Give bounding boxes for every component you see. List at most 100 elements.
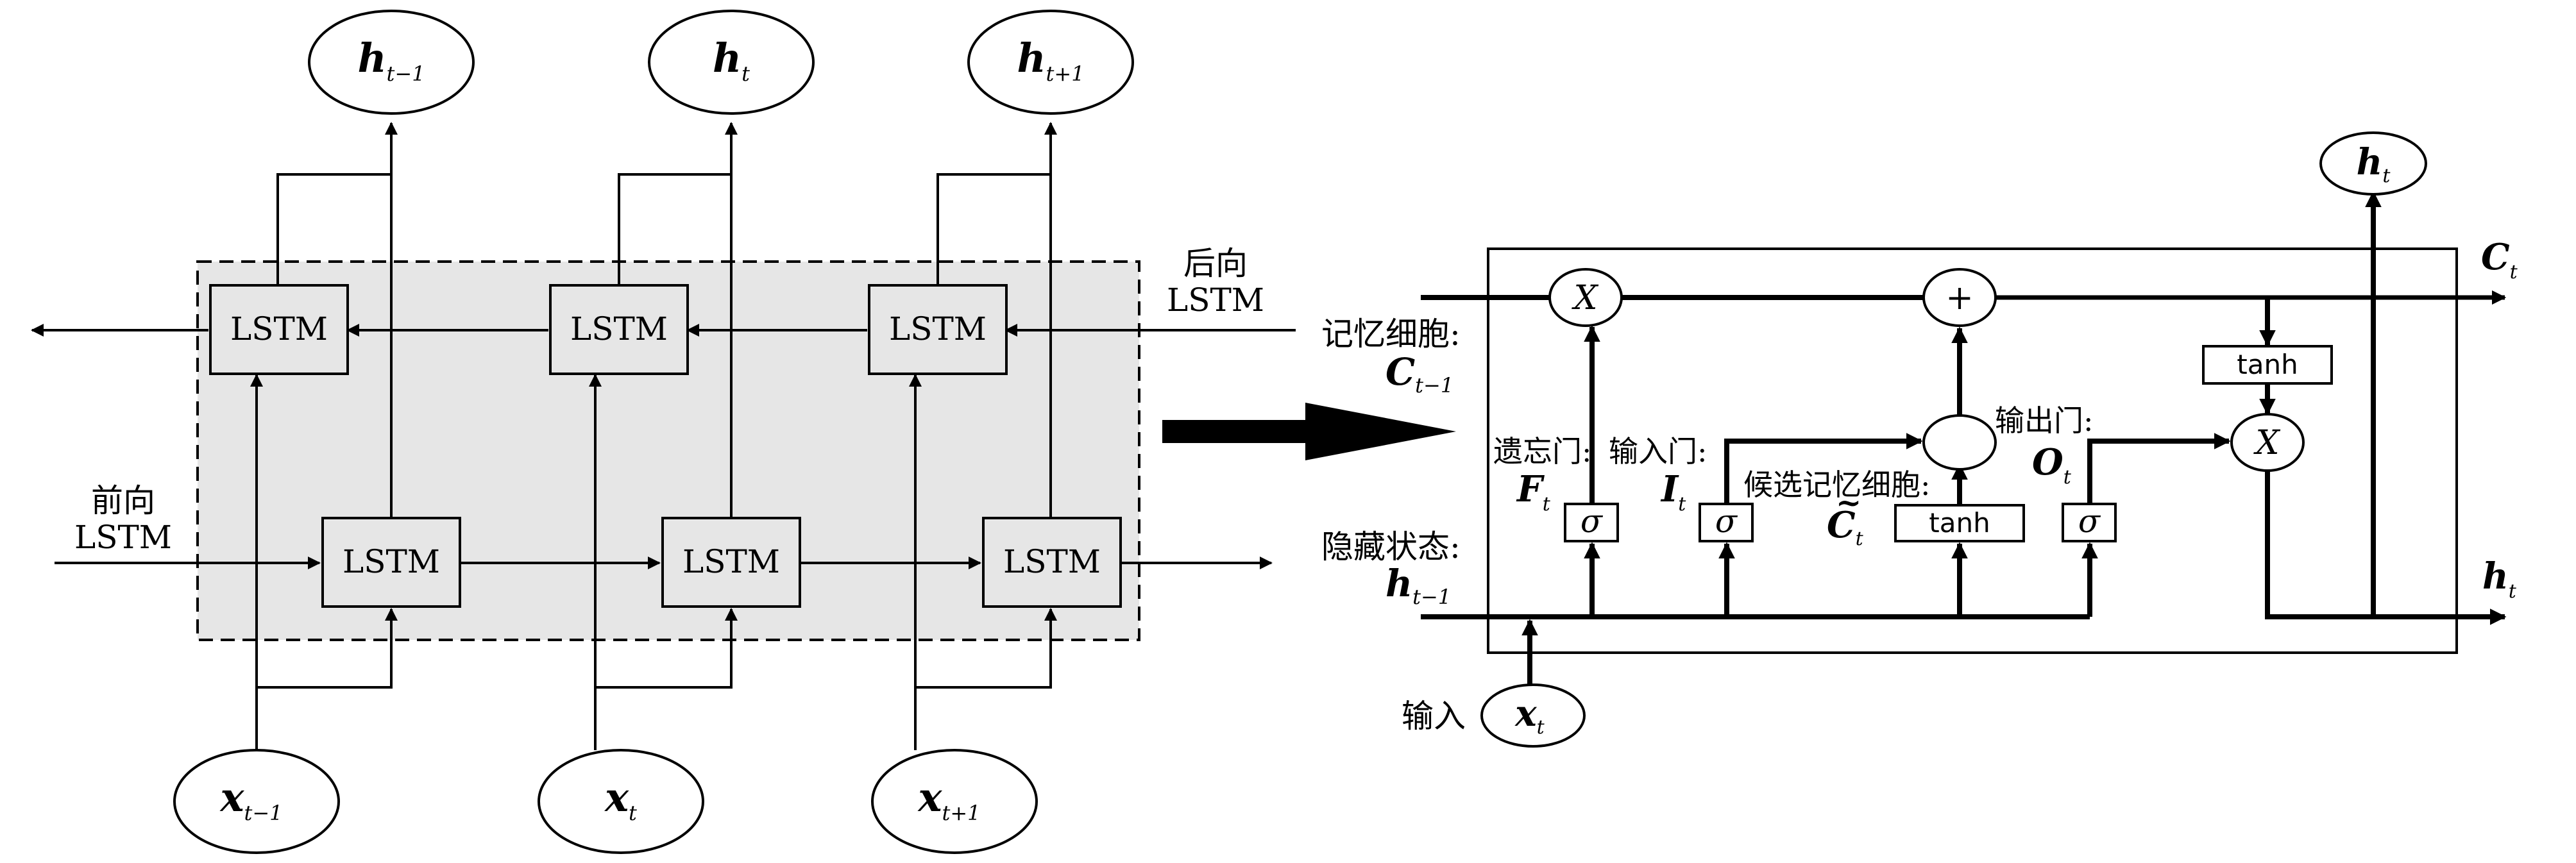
svg-text:Ct−1: Ct−1: [1385, 350, 1453, 398]
svg-text:xt: xt: [1514, 692, 1545, 739]
input-sub: t: [629, 801, 637, 825]
svg-text:xt: xt: [604, 774, 637, 825]
lstm-label: LSTM: [230, 310, 328, 348]
output-nodes: ht−1 ht ht+1: [308, 10, 1134, 115]
operation-nodes: X + X: [1548, 268, 2305, 472]
lstm-backward-2: LSTM: [549, 284, 689, 375]
svg-text:xt+1: xt+1: [917, 774, 981, 825]
output-h-t-plus-1: ht+1: [967, 10, 1134, 115]
bilstm-panel: LSTM LSTM LSTM LSTM LSTM LSTM: [31, 10, 1296, 854]
sigma-symbol: σ: [2078, 503, 2101, 540]
direction-labels: 后向 LSTM 前向 LSTM: [74, 245, 1264, 556]
x-in-main: x: [1514, 692, 1537, 735]
lstm-label: LSTM: [343, 543, 440, 580]
f-t-sub: t: [1543, 493, 1551, 515]
candidate-tanh: tanh: [1894, 504, 2025, 542]
input-sub: t−1: [244, 801, 282, 825]
svg-text:Ct: Ct: [1827, 504, 1864, 550]
x-input-node: xt: [1480, 683, 1586, 748]
c-tilde-sub: t: [1856, 528, 1864, 550]
input-main: x: [604, 774, 629, 821]
forget-gate-label: 遗忘门:: [1493, 434, 1592, 469]
i-t-main: I: [1660, 468, 1679, 510]
tanh-text: tanh: [2237, 349, 2298, 380]
o-t-main: O: [2032, 441, 2063, 483]
lstm-cells: LSTM LSTM LSTM LSTM LSTM LSTM: [209, 284, 1122, 608]
c-prev-sub: t−1: [1415, 373, 1453, 398]
input-connections: [250, 374, 1057, 750]
input-multiply-node: [1922, 414, 1997, 471]
backward-label-line1: 后向: [1183, 245, 1248, 282]
input-label: 输入: [1402, 698, 1466, 735]
svg-text:Ot: Ot: [2032, 441, 2072, 489]
svg-text:Ft: Ft: [1516, 468, 1551, 515]
output-main: h: [713, 35, 741, 81]
input-x-t-plus-1: xt+1: [871, 749, 1038, 854]
o-t-sub: t: [2063, 466, 2072, 489]
sigma-symbol: σ: [1715, 503, 1738, 540]
svg-text:xt−1: xt−1: [219, 774, 283, 825]
f-t-main: F: [1516, 468, 1545, 510]
svg-text:It: It: [1660, 468, 1686, 515]
output-h-t: ht: [648, 10, 815, 115]
svg-text:ht−1: ht−1: [357, 35, 425, 86]
forward-label-line1: 前向: [91, 482, 155, 519]
lstm-cell-panel: X + X σ σ: [1321, 131, 2518, 748]
plus-symbol: +: [1945, 279, 1974, 317]
c-tilde-main: C: [1827, 504, 1856, 546]
c-prev-main: C: [1385, 350, 1415, 394]
forward-label-line2: LSTM: [74, 519, 172, 556]
forget-multiply-node: X: [1548, 268, 1623, 327]
svg-text:ht: ht: [2482, 555, 2517, 603]
output-sub: t+1: [1046, 62, 1085, 86]
h-out-sub: t: [2509, 580, 2517, 603]
multiply-symbol: X: [2253, 424, 2280, 462]
output-multiply-node: X: [2230, 413, 2305, 472]
h-top-node: ht: [2319, 131, 2427, 196]
lstm-forward-1: LSTM: [321, 517, 461, 608]
output-gate-label: 输出门:: [1995, 403, 2094, 438]
h-prev-sub: t−1: [1412, 585, 1451, 609]
candidate-label: 候选记忆细胞:: [1743, 467, 1931, 502]
gate-boxes: σ σ tanh σ tanh: [1564, 345, 2333, 542]
lstm-backward-1: LSTM: [209, 284, 349, 375]
forget-gate-sigma: σ: [1564, 503, 1619, 542]
output-sub: t−1: [387, 62, 425, 86]
multiply-symbol: X: [1571, 279, 1598, 317]
svg-text:ht−1: ht−1: [1385, 562, 1451, 609]
lstm-label: LSTM: [682, 543, 780, 580]
input-sub: t+1: [942, 801, 980, 825]
cell-add-node: +: [1922, 268, 1997, 327]
svg-text:ht: ht: [713, 35, 750, 86]
cell-lines: [1421, 190, 2507, 686]
lstm-forward-3: LSTM: [982, 517, 1122, 608]
input-x-t: xt: [538, 749, 704, 854]
input-gate-sigma: σ: [1699, 503, 1754, 542]
lstm-label: LSTM: [570, 310, 668, 348]
tanh-text: tanh: [1929, 507, 1990, 539]
output-main: h: [1017, 35, 1046, 81]
c-tilde-accent: ~: [1836, 485, 1861, 521]
h-out-main: h: [2482, 555, 2509, 598]
svg-text:Ct: Ct: [2481, 236, 2518, 283]
input-gate-label: 输入门:: [1609, 434, 1707, 469]
input-main: x: [219, 774, 245, 821]
c-out-main: C: [2481, 236, 2510, 278]
input-nodes: xt−1 xt xt+1: [173, 749, 1038, 854]
i-t-sub: t: [1678, 493, 1686, 515]
c-out-sub: t: [2510, 261, 2518, 283]
hidden-state-label: 隐藏状态:: [1321, 528, 1461, 566]
input-x-t-minus-1: xt−1: [173, 749, 340, 854]
backward-label-line2: LSTM: [1167, 281, 1264, 319]
svg-text:ht+1: ht+1: [1017, 35, 1084, 86]
output-main: h: [357, 35, 386, 81]
lstm-label: LSTM: [889, 310, 987, 348]
lstm-label: LSTM: [1003, 543, 1101, 580]
cell-labels: 记忆细胞: Ct−1 隐藏状态: ht−1 输入 遗忘门: Ft 输入门: It…: [1321, 236, 2518, 735]
output-h-t-minus-1: ht−1: [308, 10, 475, 115]
h-top-sub: t: [2382, 165, 2391, 187]
output-gate-sigma: σ: [2062, 503, 2117, 542]
cell-state-tanh: tanh: [2202, 345, 2333, 385]
transition-arrow: [1162, 403, 1456, 460]
